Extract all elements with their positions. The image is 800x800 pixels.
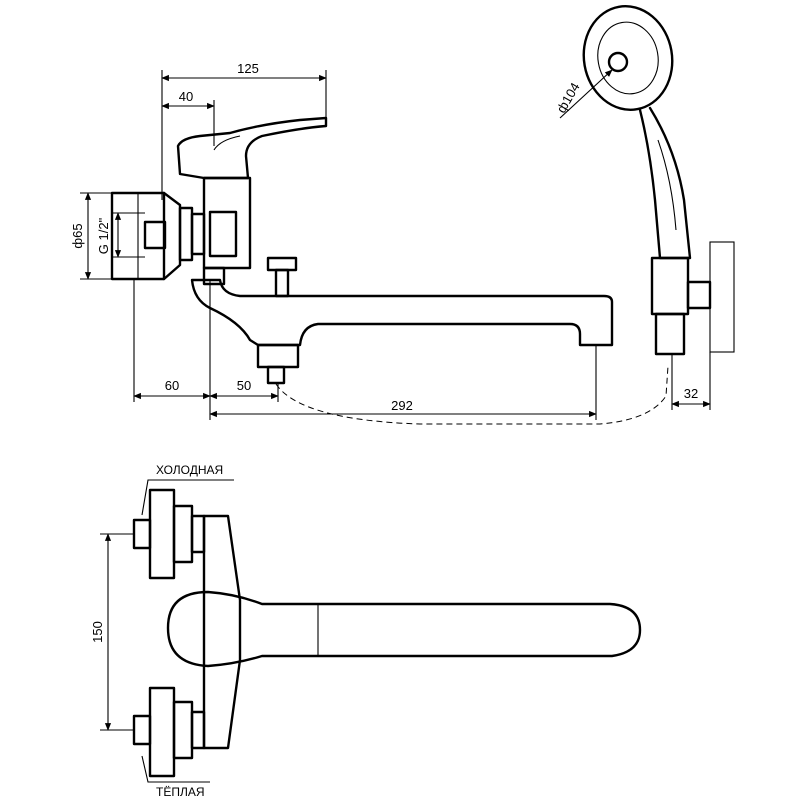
dim-spout-length: 292 [391,398,413,413]
dim-wall-to-body: 60 [165,378,179,393]
spout [190,278,614,347]
top-view-spout [166,590,642,668]
lever-handle [176,116,328,180]
label-cold: ХОЛОДНАЯ [156,463,223,477]
label-warm: ТЁПЛАЯ [156,785,205,799]
dim-thread: G 1/2" [96,217,111,254]
dim-body-diameter: ф65 [70,223,85,248]
hand-shower [582,5,735,356]
dim-overall-width: 125 [237,61,259,76]
side-view: 125 40 ф65 G 1/2" 60 50 292 ф104 32 [70,5,735,425]
dim-shower-diameter: ф104 [554,80,583,116]
top-view: ХОЛОДНАЯ ТЁПЛАЯ 150 [90,463,642,799]
dim-body-to-spout: 50 [237,378,251,393]
dim-lever-offset: 40 [179,89,193,104]
dim-holder-depth: 32 [684,386,698,401]
dim-inlet-spacing: 150 [90,621,105,643]
